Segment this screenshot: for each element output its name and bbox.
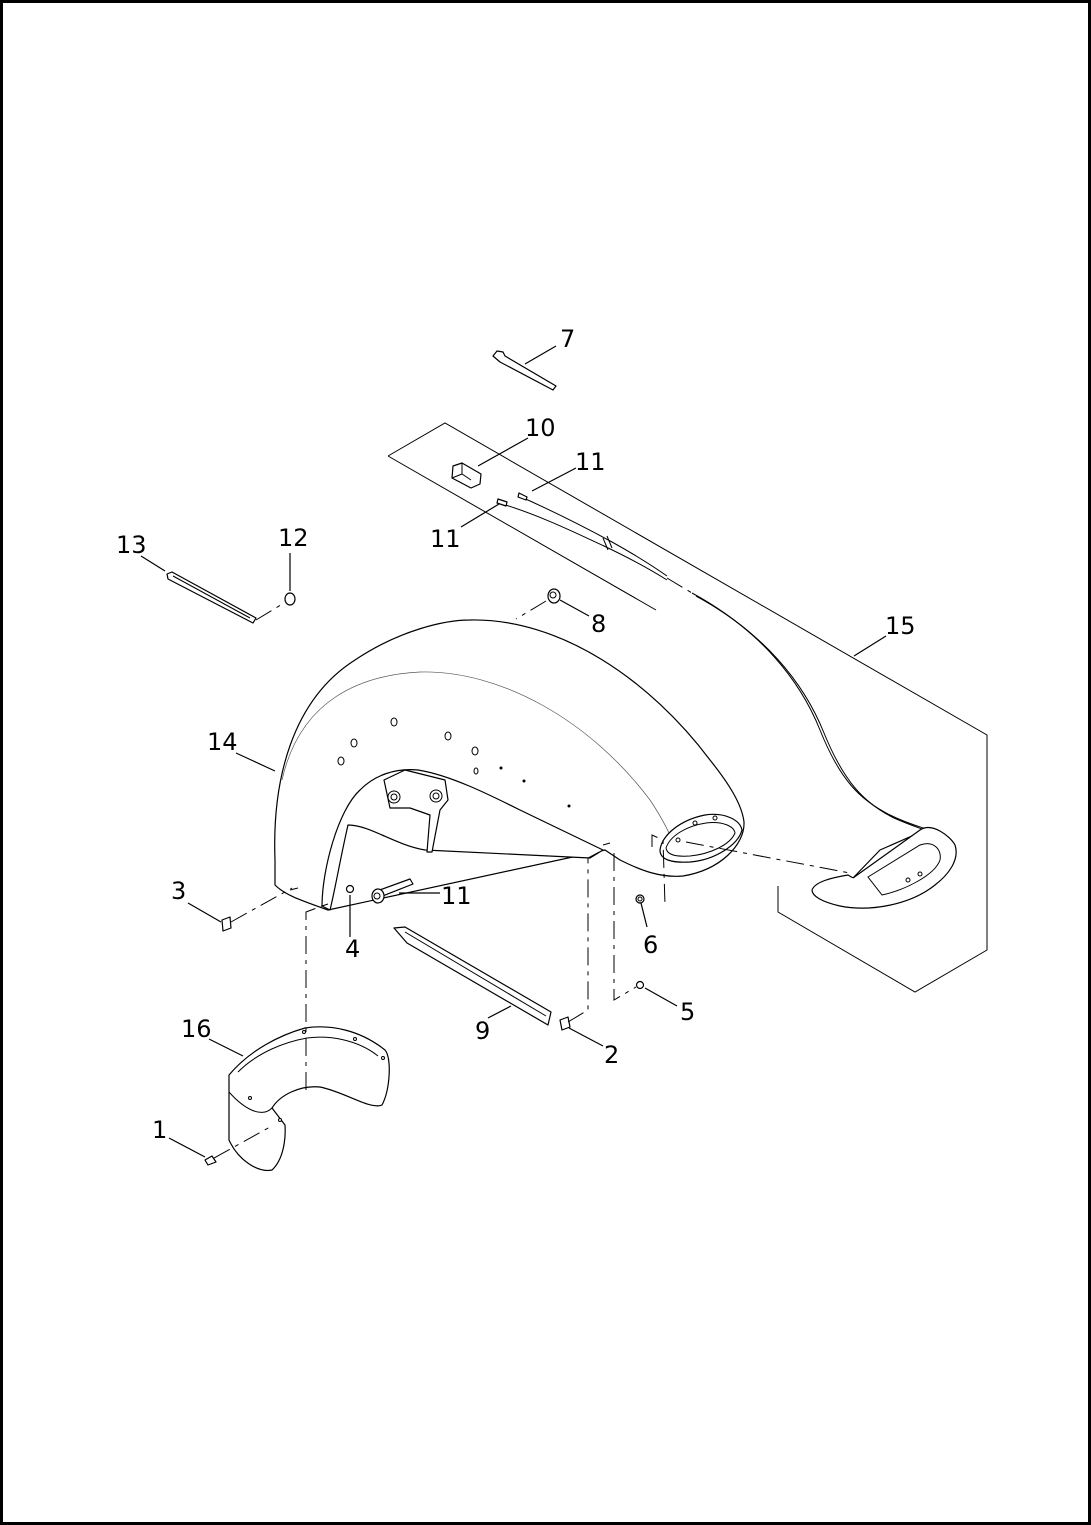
callout-9: 9 [475,1017,490,1045]
part-5-nut [613,853,645,1001]
part-4-nut [345,884,355,894]
callout-17: 16 [181,1015,212,1043]
callout-11-lower: 11 [430,525,461,553]
part-1-screw [204,1126,271,1166]
part-3-screw [221,887,293,932]
part-6-nut [635,894,645,904]
part-9-strip [393,926,552,1026]
callout-labels: 7 10 11 11 8 15 13 12 14 3 4 11 6 5 9 2 … [116,325,916,1144]
callout-4: 4 [345,935,360,963]
part-13-washer [255,592,296,621]
part-14-strip [166,571,257,624]
callout-7: 7 [560,325,575,353]
callout-6: 6 [643,931,658,959]
leader-lines [140,345,887,1158]
callout-10: 10 [525,414,556,442]
callout-14: 13 [116,531,147,559]
part-8-grommet [515,588,561,620]
part-7-strip [492,350,557,391]
callout-2: 2 [604,1041,619,1069]
callout-16: 15 [885,612,916,640]
callout-11-upper: 11 [575,448,606,476]
callout-1: 1 [152,1116,167,1144]
part-11-harness [496,492,938,836]
callout-5: 5 [680,998,695,1026]
part-17-trim [228,905,390,1171]
part-2-screw [559,849,604,1031]
callout-8: 8 [591,610,606,638]
part-10-connector [451,462,482,489]
part-12-bolt [371,878,414,904]
callout-12: 11 [441,882,472,910]
assembly-bracket-16 [387,422,988,993]
callout-3: 3 [171,877,186,905]
callout-13: 12 [278,524,309,552]
part-16-taillight [685,827,957,909]
callout-15: 14 [207,728,238,756]
part-15-fender [274,619,745,911]
